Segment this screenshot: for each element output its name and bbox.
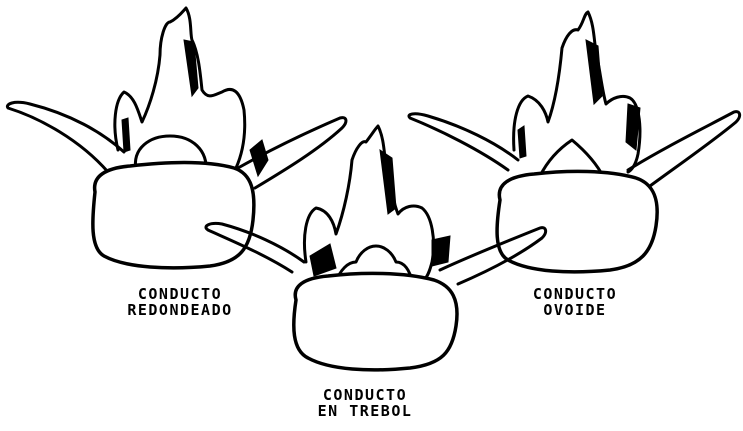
caption-ovoid-canal-line2: OVOIDE [500, 302, 650, 318]
vertebra-round-canal [7, 8, 346, 268]
caption-ovoid-canal: CONDUCTO OVOIDE [500, 286, 650, 318]
vertebra-ovoid-canal [409, 12, 740, 272]
caption-trefoil-canal-line1: CONDUCTO [290, 387, 440, 403]
caption-round-canal-line1: CONDUCTO [105, 286, 255, 302]
caption-trefoil-canal: CONDUCTO EN TREBOL [290, 387, 440, 419]
caption-round-canal-line2: REDONDEADO [105, 302, 255, 318]
caption-trefoil-canal-line2: EN TREBOL [290, 403, 440, 419]
caption-round-canal: CONDUCTO REDONDEADO [105, 286, 255, 318]
caption-ovoid-canal-line1: CONDUCTO [500, 286, 650, 302]
